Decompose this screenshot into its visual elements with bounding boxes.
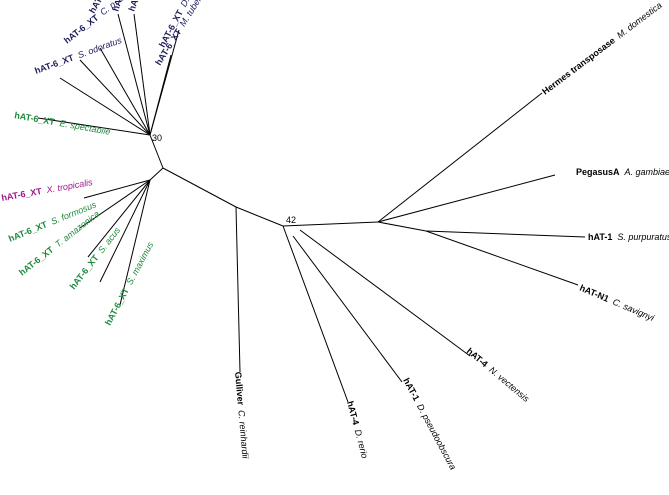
- species-name: S. odoratus: [76, 35, 123, 60]
- gene-name: hAT-6_XT: [1, 186, 43, 203]
- tree-branches: [37, 13, 586, 403]
- bootstrap-label-42: 42: [286, 215, 296, 225]
- gene-name: hAT-1: [401, 376, 421, 402]
- branch-d-pseudoobscura: [292, 235, 403, 383]
- branch-gulliver-node42: [235, 206, 284, 227]
- gene-name: hAT-6_XT: [62, 12, 101, 45]
- species-name: S. maximus: [124, 240, 155, 287]
- gene-name: hAT-N1: [578, 283, 610, 304]
- branch-d-rerio: [282, 225, 349, 403]
- gene-name: PegasusA: [576, 167, 620, 177]
- species-name: D. pseudoobscura: [415, 402, 458, 471]
- branch-a-gambiae: [377, 174, 556, 223]
- gene-name: hAT-6_XT: [17, 244, 56, 277]
- tree-labels: hAT-6_XTT.s. eleganshAT-6_XTM.t. pileata…: [1, 0, 669, 471]
- leaf-label-d-rerio: hAT-4 D. rerio: [345, 400, 370, 459]
- species-name: C. savignyi: [611, 297, 656, 324]
- branch-t-amazonica: [87, 179, 151, 258]
- bootstrap-label-30: 30: [152, 133, 162, 143]
- species-name: E. spectabile: [59, 118, 111, 137]
- gene-name: Gulliver: [233, 371, 246, 406]
- branch-root-turtle: [149, 134, 164, 169]
- gene-name: hAT-6_XT: [33, 52, 75, 76]
- gene-name: hAT-6_XT: [7, 219, 49, 244]
- gene-name: hAT-6_XT: [14, 110, 56, 127]
- leaf-label-a-gambiae: PegasusA A. gambiae: [576, 167, 669, 177]
- branch-c-savignyi: [425, 230, 579, 286]
- leaf-label-t-elegans: hAT-6_XTT.s. elegans: [126, 0, 168, 13]
- species-name: D. rerio: [353, 428, 370, 459]
- branch-root-gulliver: [162, 167, 237, 208]
- leaf-label-s-maximus: hAT-6_XTS. maximus: [103, 240, 156, 327]
- branch-t-elegans: [133, 13, 151, 136]
- branch-node42-upper: [282, 221, 379, 227]
- species-name: N. vectensis: [487, 365, 531, 404]
- species-name: A. gambiae: [624, 167, 669, 177]
- leaf-label-m-domestica: Hermes transposaseM. domestica: [540, 0, 663, 97]
- branch-root-fish: [149, 167, 164, 181]
- branch-m-tuberculata: [149, 54, 172, 136]
- branch-m-domestica: [377, 92, 543, 223]
- species-name: S. acus: [96, 225, 123, 255]
- gene-name: hAT-6_XT: [68, 252, 101, 291]
- branch-x-tropicalis: [83, 179, 151, 199]
- branch-gulliver: [235, 206, 241, 373]
- branch-m-terrapin: [99, 47, 151, 136]
- branch-n-vectensis: [299, 229, 471, 357]
- species-name: M. domestica: [615, 0, 664, 40]
- branch-m-pileata: [117, 13, 151, 136]
- gene-name: hAT-6_XT: [103, 286, 131, 327]
- gene-name: hAT-4: [465, 346, 490, 369]
- branch-s-maximus: [119, 179, 151, 306]
- gene-name: hAT-1: [588, 232, 612, 242]
- species-name: X. tropicalis: [45, 177, 94, 195]
- species-name: C. reinhardii: [236, 410, 250, 460]
- gene-name: Hermes transposase: [540, 35, 617, 96]
- branch-s-acus: [99, 179, 151, 283]
- leaf-label-n-vectensis: hAT-4N. vectensis: [465, 346, 532, 404]
- leaf-label-gulliver: Gulliver C. reinhardii: [233, 371, 251, 460]
- branch-c-bellii: [79, 59, 151, 136]
- leaf-label-c-savignyi: hAT-N1C. savignyi: [578, 283, 656, 324]
- branch-s-odoratus: [59, 77, 151, 136]
- gene-name: hAT-4: [345, 400, 361, 426]
- gene-name: hAT-6_XT: [126, 0, 150, 13]
- branch-e-spectabile: [37, 117, 151, 136]
- leaf-label-d-pseudoobscura: hAT-1D. pseudoobscura: [401, 376, 458, 471]
- branch-upper-lower: [377, 221, 427, 232]
- branch-s-purpuratus: [425, 230, 586, 238]
- branch-s-formosus: [79, 179, 151, 229]
- leaf-label-s-odoratus: hAT-6_XTS. odoratus: [33, 35, 123, 76]
- leaf-label-s-purpuratus: hAT-1 S. purpuratus: [588, 232, 669, 242]
- species-name: S. purpuratus: [617, 232, 669, 242]
